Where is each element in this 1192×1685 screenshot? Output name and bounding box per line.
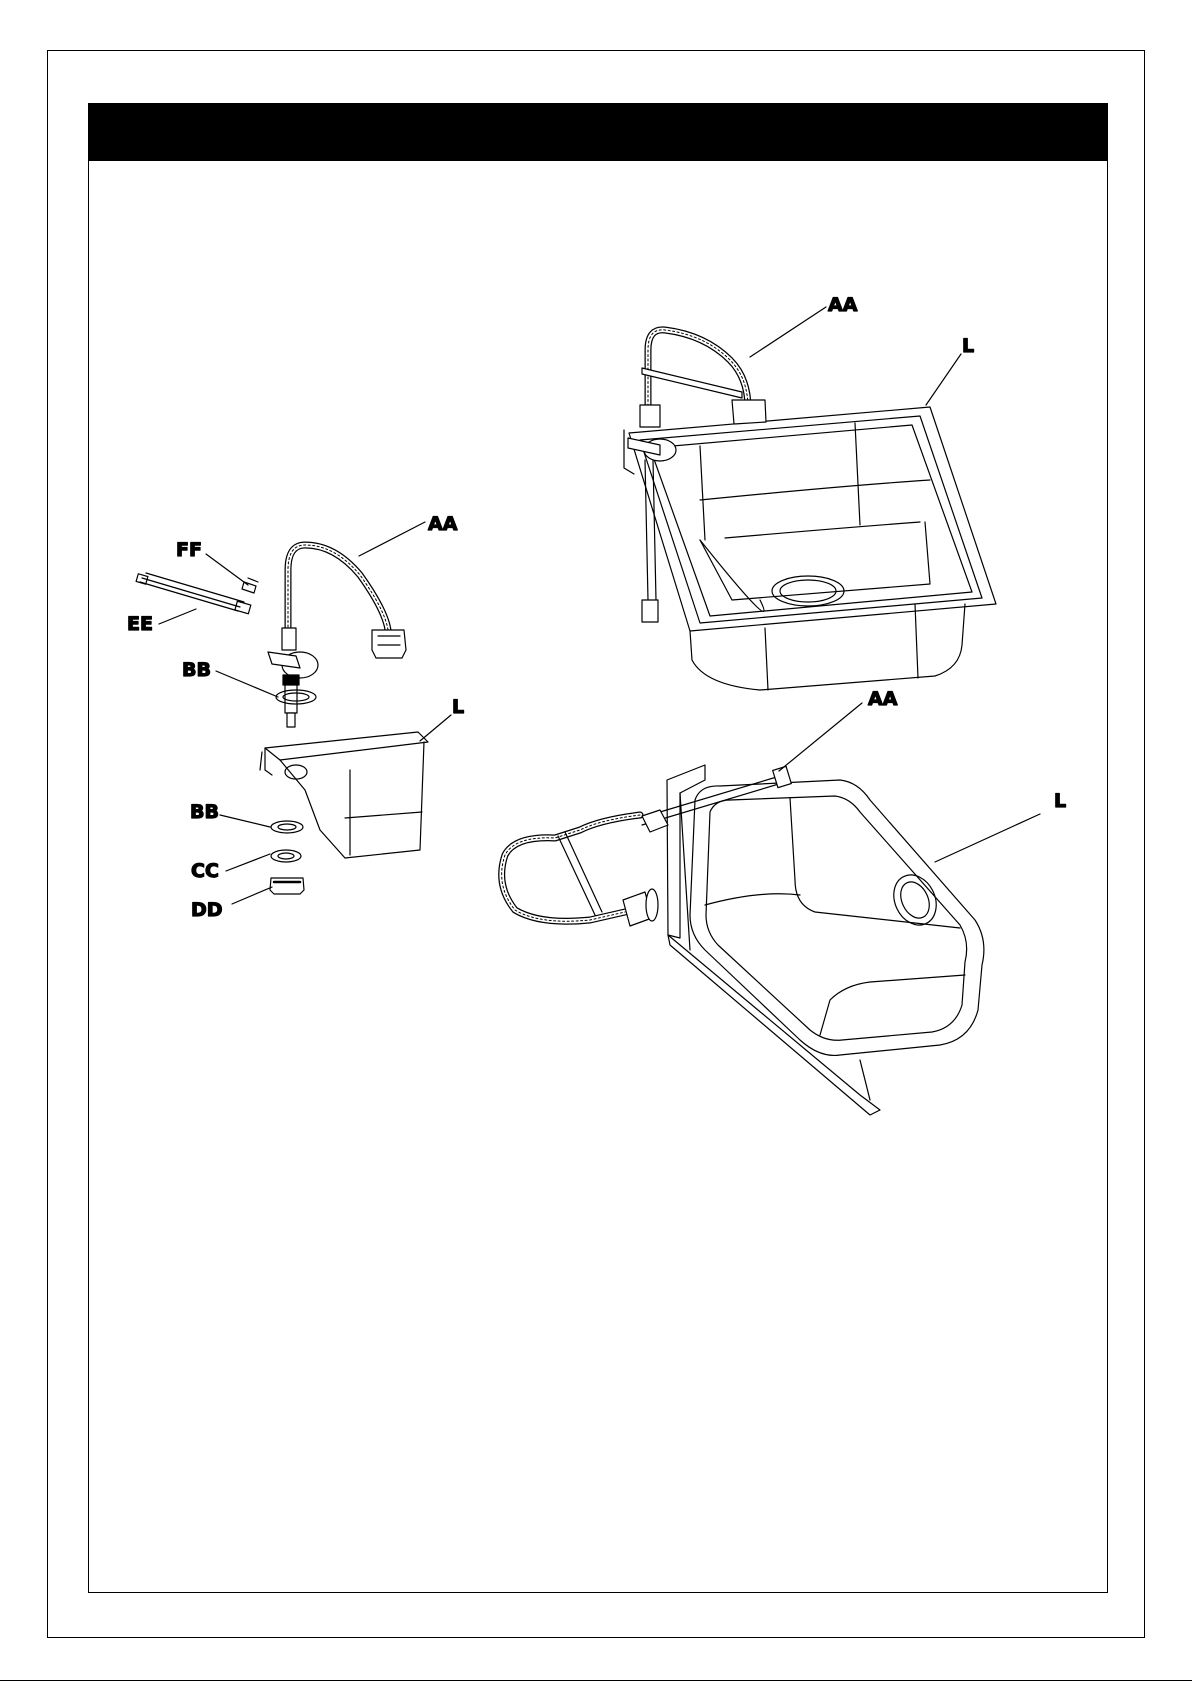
label-ee: EE (127, 613, 153, 635)
part-dd-nut (270, 878, 304, 894)
part-ff-clip (242, 578, 258, 593)
label-l-top-right: L (962, 335, 974, 357)
label-dd: DD (191, 899, 223, 921)
label-l-left: L (452, 696, 464, 718)
part-aa-faucet (268, 545, 406, 727)
part-cc-gasket (271, 850, 301, 862)
label-l-bottom-right: L (1054, 790, 1066, 812)
label-bb-top: BB (182, 659, 211, 681)
label-aa-top-right: AA (828, 294, 858, 316)
exploded-faucet-view (136, 522, 451, 904)
label-cc: CC (191, 860, 219, 882)
part-bb-washer-bottom (271, 821, 303, 833)
label-aa-bottom-right: AA (868, 688, 898, 710)
part-ee-hoses (136, 573, 251, 614)
underside-sink-view (502, 703, 1040, 1115)
label-bb-bottom: BB (190, 801, 219, 823)
assembled-sink-view (624, 307, 996, 690)
part-l-sink-corner (260, 732, 428, 858)
label-aa-left: AA (428, 513, 458, 535)
label-ff: FF (176, 539, 202, 561)
page-bottom-rule (0, 1680, 1192, 1681)
